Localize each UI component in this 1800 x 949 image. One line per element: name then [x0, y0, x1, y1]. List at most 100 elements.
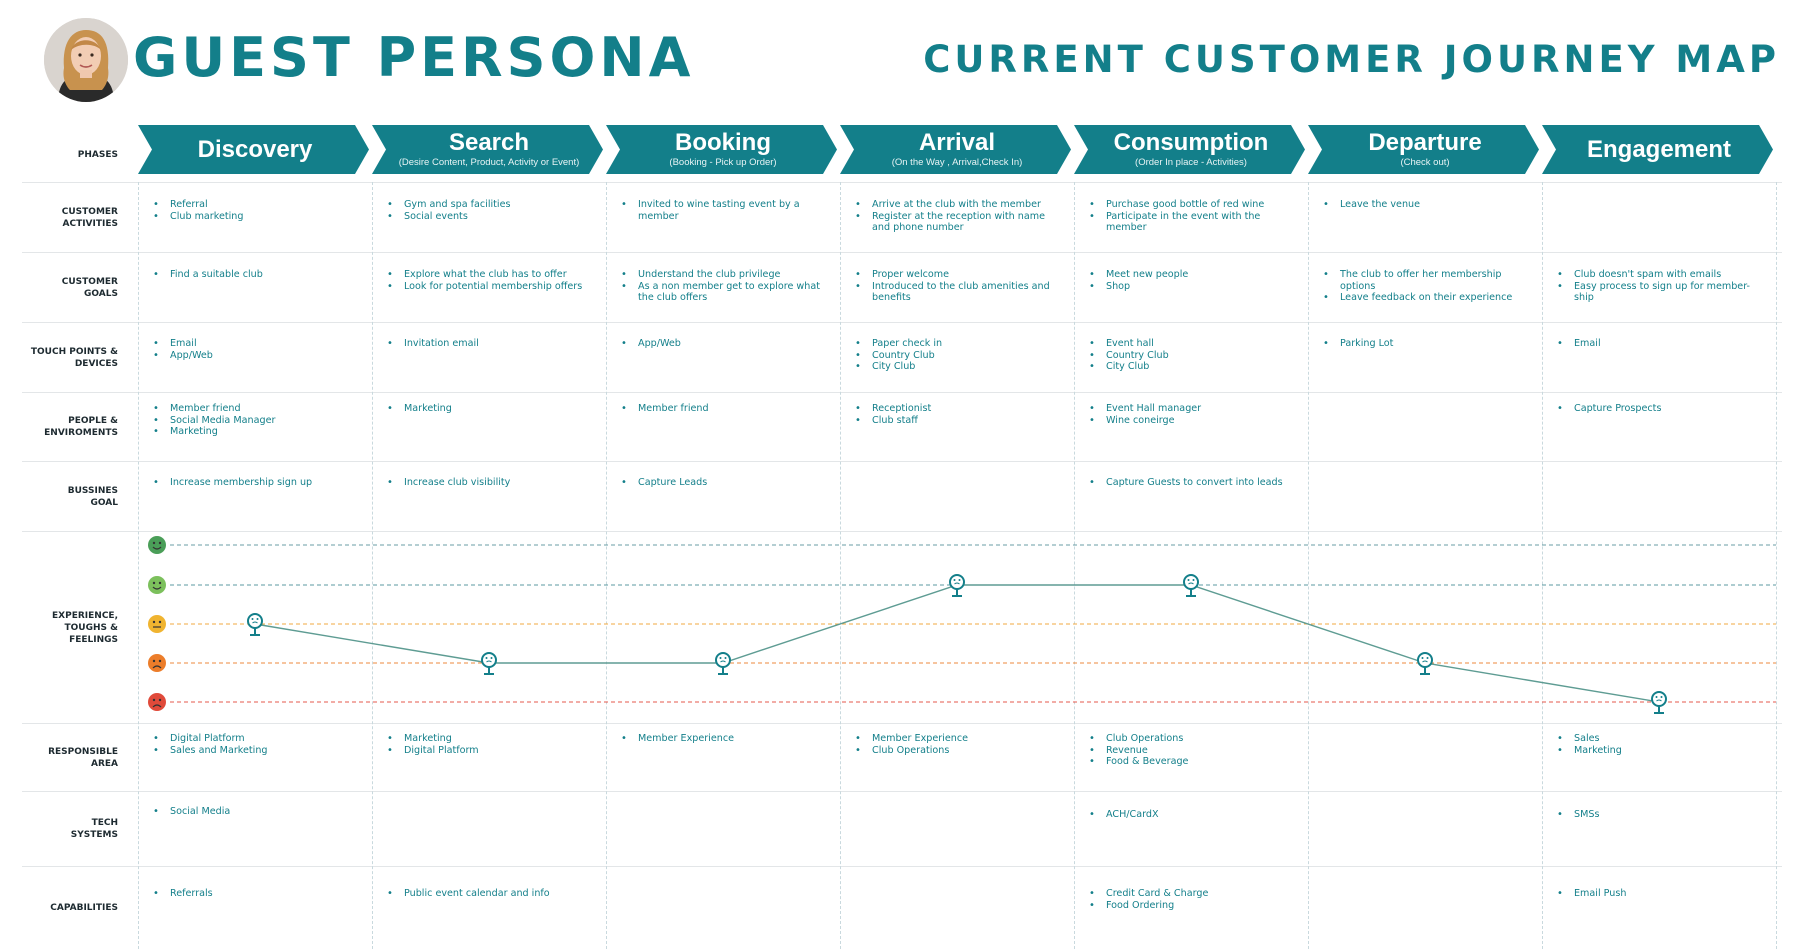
cell-list: Meet new peopleShop	[1088, 269, 1296, 292]
cell-item: Social Media	[152, 806, 360, 818]
cell-list: MarketingDigital Platform	[386, 733, 594, 756]
cell-item: Public event calendar and info	[386, 888, 594, 900]
cell-item: Increase club visibility	[386, 477, 594, 489]
phase-chevron	[138, 125, 369, 174]
emoji-happy-icon	[148, 576, 166, 594]
experience-point-arrival	[949, 574, 965, 597]
cell-list: Arrive at the club with the memberRegist…	[854, 199, 1062, 234]
cell-item: Marketing	[152, 426, 360, 438]
phase-discovery: Discovery	[138, 125, 372, 174]
cell-item: Email Push	[1556, 888, 1764, 900]
cell-item: Digital Platform	[152, 733, 360, 745]
cell-list: Purchase good bottle of red wineParticip…	[1088, 199, 1296, 234]
cell-list: Event hallCountry ClubCity Club	[1088, 338, 1296, 373]
cell-item: Invited to wine tasting event by a membe…	[620, 199, 828, 222]
cell-item: Look for potential membership offers	[386, 281, 594, 293]
cell-item: City Club	[1088, 361, 1296, 373]
cell-item: Wine coneirge	[1088, 415, 1296, 427]
cell-item: Paper check in	[854, 338, 1062, 350]
cell-list: Club OperationsRevenueFood & Beverage	[1088, 733, 1296, 768]
cell-item: Find a suitable club	[152, 269, 360, 281]
cell-item: Digital Platform	[386, 745, 594, 757]
cell-list: Capture Prospects	[1556, 403, 1764, 415]
experience-line	[254, 584, 1660, 703]
cell-list: Public event calendar and info	[386, 888, 594, 900]
cell-item: Sales	[1556, 733, 1764, 745]
cell-item: Leave the venue	[1322, 199, 1530, 211]
cell-item: Member friend	[620, 403, 828, 415]
cell-list: SalesMarketing	[1556, 733, 1764, 756]
cell-item: Purchase good bottle of red wine	[1088, 199, 1296, 211]
cell-item: Explore what the club has to offer	[386, 269, 594, 281]
cell-list: Capture Guests to convert into leads	[1088, 477, 1296, 489]
cell-list: Proper welcomeIntroduced to the club ame…	[854, 269, 1062, 304]
row-label: CUSTOMER GOALS	[61, 277, 118, 299]
cell-item: Member friend	[152, 403, 360, 415]
cell-list: Invitation email	[386, 338, 594, 350]
cell-item: Club marketing	[152, 211, 360, 223]
cell-list: Increase club visibility	[386, 477, 594, 489]
row-divider	[22, 322, 1782, 323]
cell-item: Club Operations	[854, 745, 1062, 757]
phase-chevron	[1308, 125, 1539, 174]
phase-chevron	[1542, 125, 1773, 174]
cell-item: Email	[1556, 338, 1764, 350]
phase-name: Arrival	[918, 129, 996, 156]
experience-point-engagement	[1651, 691, 1667, 714]
column-divider	[606, 182, 607, 949]
row-divider	[22, 866, 1782, 867]
cell-item: Referrals	[152, 888, 360, 900]
cell-item: Receptionist	[854, 403, 1062, 415]
cell-item: Proper welcome	[854, 269, 1062, 281]
row-label: EXPERIENCE, TOUGHS & FEELINGS	[52, 611, 118, 645]
cell-list: Digital PlatformSales and Marketing	[152, 733, 360, 756]
row-label: TOUCH POINTS & DEVICES	[30, 347, 118, 369]
cell-list: Marketing	[386, 403, 594, 415]
cell-item: Increase membership sign up	[152, 477, 360, 489]
column-divider	[138, 182, 139, 949]
cell-list: Leave the venue	[1322, 199, 1530, 211]
cell-item: Social events	[386, 211, 594, 223]
page-title: GUEST PERSONA	[133, 26, 695, 89]
row-label: CUSTOMER ACTIVITIES	[61, 207, 118, 229]
column-divider	[840, 182, 841, 949]
phase-consumption: Consumption(Order In place - Activities)	[1074, 125, 1308, 174]
cell-list: Email	[1556, 338, 1764, 350]
cell-list: Credit Card & ChargeFood Ordering	[1088, 888, 1296, 911]
cell-list: ReferralClub marketing	[152, 199, 360, 222]
column-divider	[1308, 182, 1309, 949]
cell-item: Capture Guests to convert into leads	[1088, 477, 1296, 489]
cell-list: Find a suitable club	[152, 269, 360, 281]
row-divider	[22, 252, 1782, 253]
cell-item: Parking Lot	[1322, 338, 1530, 350]
cell-item: Invitation email	[386, 338, 594, 350]
cell-list: Understand the club privilegeAs a non me…	[620, 269, 828, 304]
cell-list: Member ExperienceClub Operations	[854, 733, 1062, 756]
cell-list: Social Media	[152, 806, 360, 818]
experience-point-discovery	[247, 613, 263, 636]
cell-item: Revenue	[1088, 745, 1296, 757]
cell-list: Gym and spa facilitiesSocial events	[386, 199, 594, 222]
cell-item: Capture Prospects	[1556, 403, 1764, 415]
phase-search: Search(Desire Content, Product, Activity…	[372, 125, 606, 174]
row-label: TECH SYSTEMS	[70, 818, 118, 840]
cell-item: Member Experience	[620, 733, 828, 745]
phase-arrival: Arrival(On the Way , Arrival,Check In)	[840, 125, 1074, 174]
row-label: BUSSINES GOAL	[67, 486, 118, 508]
row-divider	[22, 791, 1782, 792]
cell-item: Food Ordering	[1088, 900, 1296, 912]
cell-list: Email Push	[1556, 888, 1764, 900]
cell-item: Club Operations	[1088, 733, 1296, 745]
cell-item: App/Web	[152, 350, 360, 362]
cell-item: Country Club	[854, 350, 1062, 362]
cell-list: ACH/CardX	[1088, 809, 1296, 821]
column-divider	[372, 182, 373, 949]
phase-subtitle: (On the Way , Arrival,Check In)	[891, 157, 1023, 168]
cell-list: Event Hall managerWine coneirge	[1088, 403, 1296, 426]
cell-item: Credit Card & Charge	[1088, 888, 1296, 900]
cell-item: As a non member get to explore what the …	[620, 281, 828, 304]
cell-list: ReceptionistClub staff	[854, 403, 1062, 426]
phase-chevron	[840, 125, 1071, 174]
cell-item: Marketing	[1556, 745, 1764, 757]
row-label: CAPABILITIES	[50, 903, 118, 913]
